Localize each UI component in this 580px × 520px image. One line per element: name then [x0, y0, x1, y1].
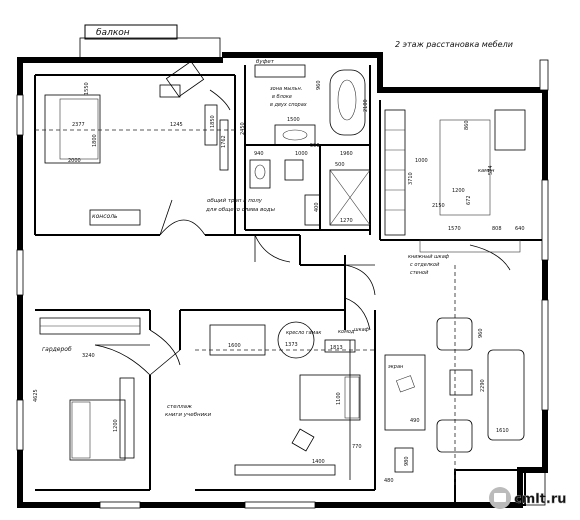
dim-3710: 3710 [408, 172, 414, 185]
guest-bedroom: 1600 кресло гамак 1373 комод шкаф 1813 1… [195, 321, 375, 476]
plan-title: 2 этаж расстановка мебели [395, 40, 513, 49]
label-stellazh-1: стеллаж [167, 404, 192, 410]
label-bufet: буфет [256, 59, 275, 65]
dim-574: 574 [488, 165, 494, 175]
label-shkaf: шкаф [354, 327, 370, 333]
label-bookshelf-3: стеной [410, 270, 429, 276]
dim-480: 480 [384, 478, 394, 484]
label-kreslo: кресло гамак [286, 330, 321, 336]
dim-2450: 2450 [240, 122, 246, 135]
dim-2290: 2290 [480, 379, 486, 392]
dim-500: 500 [335, 162, 345, 168]
dim-1400: 1400 [312, 459, 325, 465]
kids-room: гардероб 3240 стеллаж книги учебники 462… [33, 317, 211, 461]
dim-1960: 1960 [340, 151, 353, 157]
dim-4625: 4625 [33, 389, 39, 402]
dim-960b: 960 [478, 328, 484, 338]
label-general-pipe-2: для общего слива воды [205, 207, 276, 213]
dim-640: 640 [515, 226, 525, 232]
dim-1000a: 1000 [295, 151, 308, 157]
label-bookshelf-1: книжный шкаф [408, 254, 450, 260]
label-ekran: экран [388, 364, 404, 370]
doors [94, 89, 511, 376]
dim-860: 860 [464, 120, 470, 130]
dim-1500: 1500 [287, 117, 300, 123]
balcony: балкон [79, 24, 221, 61]
watermark: cmlt.ru [489, 487, 567, 509]
dim-1570: 1570 [448, 226, 461, 232]
label-bookshelf-2: с отделкой [410, 262, 440, 268]
label-kamin: камин [478, 168, 495, 174]
dim-1245: 1245 [170, 122, 183, 128]
label-sink-1: зона мыльн. [270, 86, 302, 92]
dim-1000b: 1000 [415, 158, 428, 164]
label-sink-2: в блоке [272, 94, 292, 100]
master-bedroom: консоль 1550 2377 1245 1800 2000 1850 17… [35, 60, 276, 226]
dim-1100: 1100 [336, 392, 342, 405]
dim-1762: 1762 [221, 135, 227, 148]
dim-1270: 1270 [340, 218, 353, 224]
label-dressing: гардероб [42, 346, 72, 353]
dim-1850: 1850 [210, 115, 216, 128]
windows [16, 59, 549, 509]
dim-1610: 1610 [496, 428, 509, 434]
label-konsol: консоль [92, 213, 118, 220]
dim-1200b: 1200 [113, 419, 119, 432]
dim-980: 980 [404, 456, 410, 466]
bathroom: буфет зона мыльн. в блоке в двух спорах … [240, 59, 371, 226]
dim-3240: 3240 [82, 353, 95, 359]
living-room: 960 2290 1610 экран 490 980 480 [384, 265, 525, 485]
dim-1813: 1813 [330, 345, 343, 351]
dim-2150: 2150 [432, 203, 445, 209]
dim-960: 960 [316, 80, 322, 90]
interior-walls [34, 65, 545, 491]
dim-400: 400 [314, 202, 320, 212]
dim-2377: 2377 [72, 122, 85, 128]
dim-672: 672 [466, 195, 472, 205]
label-komod: комод [338, 329, 355, 335]
dim-1600: 1600 [228, 343, 241, 349]
dim-1200: 1200 [452, 188, 465, 194]
watermark-text: cmlt.ru [514, 492, 567, 507]
dim-808: 808 [492, 226, 502, 232]
dim-940: 940 [254, 151, 264, 157]
dim-1373: 1373 [285, 342, 298, 348]
dim-490: 490 [410, 418, 420, 424]
dim-770: 770 [352, 444, 362, 450]
dim-1800: 1800 [92, 134, 98, 147]
dim-2100: 2100 [363, 99, 369, 112]
dim-1550: 1550 [84, 82, 90, 95]
balcony-label: балкон [96, 28, 130, 38]
label-general-pipe-1: общий трап в полу [207, 198, 263, 204]
dim-2000: 2000 [68, 158, 81, 164]
staircase: 860 1000 3710 574 1200 672 2150 1570 808… [384, 109, 526, 276]
label-stellazh-2: книги учебники [165, 412, 211, 418]
label-sink-3: в двух спорах [270, 102, 307, 108]
dim-590: 590 [310, 143, 320, 149]
